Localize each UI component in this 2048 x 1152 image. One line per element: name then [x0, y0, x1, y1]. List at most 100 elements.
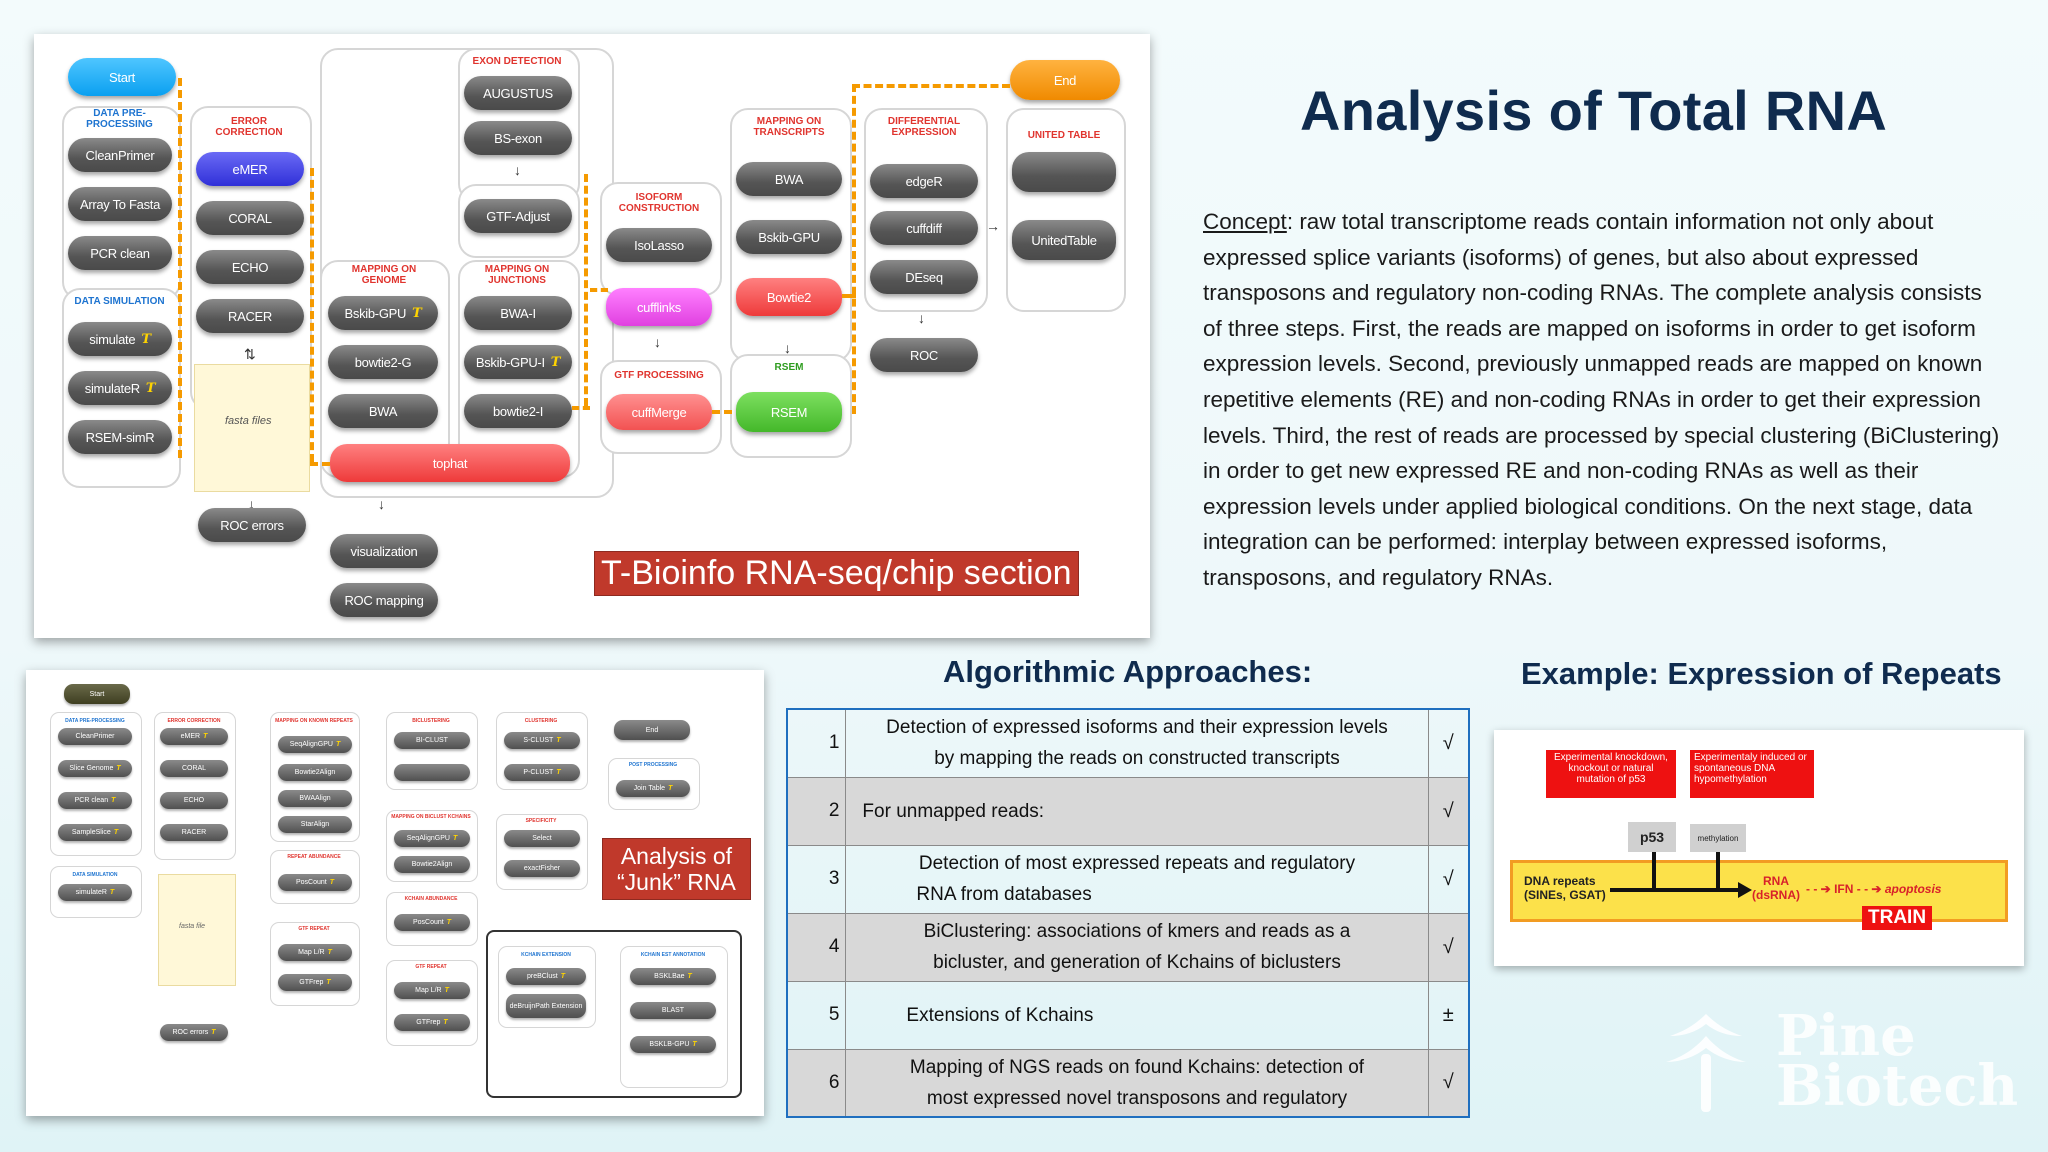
- junk-rna-label-line1: Analysis of: [620, 843, 733, 869]
- hypomethylation-box: Experimentaly induced or spontaneous DNA…: [1690, 750, 1814, 798]
- connector: [572, 406, 590, 410]
- data-preprocessing-label: DATA PRE-PROCESSING: [86, 108, 153, 130]
- row-text: For unmapped reads:: [845, 776, 1429, 846]
- ifn-text: IFN: [1834, 882, 1854, 896]
- table-row: 1 Detection of expressed isoforms and th…: [786, 708, 1470, 778]
- united-table-panel: [1006, 108, 1126, 312]
- rna-text: RNA: [1763, 874, 1789, 888]
- pcrclean-pill: PCR clean: [68, 236, 172, 270]
- fasta-files-text: fasta files: [225, 415, 272, 427]
- roc-mapping-pill: ROC mapping: [330, 583, 438, 617]
- row-text: Detection of most expressed repeats and …: [845, 844, 1429, 914]
- row-check: ±: [1427, 980, 1470, 1050]
- repeat-abundance-label: REPEAT ABUNDANCE: [287, 854, 341, 860]
- edger-pill: edgeR: [870, 164, 978, 198]
- data-simulation-label: DATA SIMULATION: [72, 872, 118, 878]
- connector: [590, 288, 608, 292]
- logo-line1: Pine: [1776, 1003, 1916, 1069]
- kchain-group-box: [486, 930, 742, 1098]
- connector: [584, 174, 588, 406]
- connector: [310, 462, 330, 466]
- row-text-line: For unmapped reads:: [862, 800, 1045, 822]
- down-arrow-icon: ↓: [654, 334, 661, 350]
- logo-line2: Biotech: [1776, 1053, 2019, 1119]
- row-number: 2: [786, 776, 847, 846]
- row-check: √: [1427, 708, 1470, 778]
- mapping-junctions-label: MAPPING ON JUNCTIONS: [484, 264, 550, 286]
- echo-pill: ECHO: [160, 792, 228, 809]
- down-arrow-icon: ↓: [378, 496, 385, 512]
- dashed-arrow-icon: - - ➔: [1806, 882, 1831, 896]
- row-number: 3: [786, 844, 847, 914]
- row-text-line: Detection of expressed isoforms and thei…: [886, 717, 1388, 739]
- down-arrow-icon: ↓: [514, 162, 521, 178]
- bwaalign-pill: BWAAlign: [278, 790, 352, 807]
- algorithmic-table: 1 Detection of expressed isoforms and th…: [786, 708, 1470, 1118]
- tophat-pill: tophat: [330, 444, 570, 482]
- gtf-adjust-pill: GTF-Adjust: [464, 199, 572, 233]
- post-processing-label: POST PROCESSING: [628, 762, 678, 768]
- bs-exon-pill: BS-exon: [464, 121, 572, 155]
- exactfisher-pill: exactFisher: [504, 860, 580, 877]
- train-label: TRAIN: [1862, 906, 1933, 930]
- coral-pill: CORAL: [160, 760, 228, 777]
- data-simulation-label: DATA SIMULATION: [74, 296, 165, 307]
- pine-biotech-logo: Pine Biotech: [1664, 1003, 2018, 1122]
- repeats-expression-diagram: Experimental knockdown, knockout or natu…: [1494, 730, 2024, 966]
- concept-label: Concept: [1203, 209, 1287, 234]
- knockdown-box: Experimental knockdown, knockout or natu…: [1546, 750, 1676, 798]
- bwa-pill: BWA: [328, 394, 438, 428]
- rna-label: RNA (dsRNA): [1752, 874, 1800, 902]
- row-text: BiClustering: associations of kmers and …: [845, 912, 1429, 982]
- roc-pill: ROC: [870, 338, 978, 372]
- row-check: √: [1427, 776, 1470, 846]
- connector: [178, 78, 182, 458]
- pipeline-slide-junk-rna: Start DATA PRE-PROCESSING CleanPrimer Sl…: [26, 670, 764, 1116]
- rsem-simr-pill: RSEM-simR: [68, 420, 172, 454]
- dna-repeats-text: DNA repeats: [1524, 874, 1596, 888]
- united-table-label: UNITED TABLE: [1027, 130, 1101, 141]
- connector: [178, 78, 182, 82]
- specificity-label: SPECIFICITY: [525, 818, 557, 824]
- table-row: 4 BiClustering: associations of kmers an…: [786, 912, 1470, 982]
- row-text: Detection of expressed isoforms and thei…: [845, 708, 1429, 778]
- table-row: 6 Mapping of NGS reads on found Kchains:…: [786, 1048, 1470, 1118]
- start-node: Start: [68, 58, 176, 96]
- table-row: 3 Detection of most expressed repeats an…: [786, 844, 1470, 914]
- rna-sub: (dsRNA): [1752, 888, 1800, 902]
- error-correction-label: ERROR CORRECTION: [167, 718, 221, 724]
- algorithmic-heading: Algorithmic Approaches:: [943, 654, 1313, 689]
- fasta-file-note: fasta file: [158, 874, 236, 986]
- row-number: 6: [786, 1048, 847, 1118]
- methylation-box: methylation: [1690, 824, 1746, 852]
- p53-box: p53: [1628, 822, 1676, 852]
- row-text: Extensions of Kchains: [845, 980, 1429, 1050]
- echo-pill: ECHO: [196, 250, 304, 284]
- connector: [712, 410, 732, 414]
- clustering-label: CLUSTERING: [524, 718, 558, 724]
- gtf-repeat-label: GTF REPEAT: [298, 926, 330, 932]
- select-pill: Select: [504, 830, 580, 847]
- rna-seq-section-label: T-Bioinfo RNA-seq/chip section: [594, 551, 1079, 596]
- row-number: 1: [786, 708, 847, 778]
- methylation-inhibitor: [1716, 852, 1720, 890]
- row-check: √: [1427, 844, 1470, 914]
- cuffmerge-pill: cuffMerge: [606, 394, 712, 430]
- cufflinks-pill: cufflinks: [606, 288, 712, 326]
- end-node: End: [1010, 60, 1120, 100]
- racer-pill: RACER: [196, 299, 304, 333]
- bwa-transcripts-pill: BWA: [736, 162, 842, 196]
- pine-tree-icon: [1666, 1014, 1746, 1112]
- junk-rna-label: Analysis of “Junk” RNA: [602, 838, 751, 900]
